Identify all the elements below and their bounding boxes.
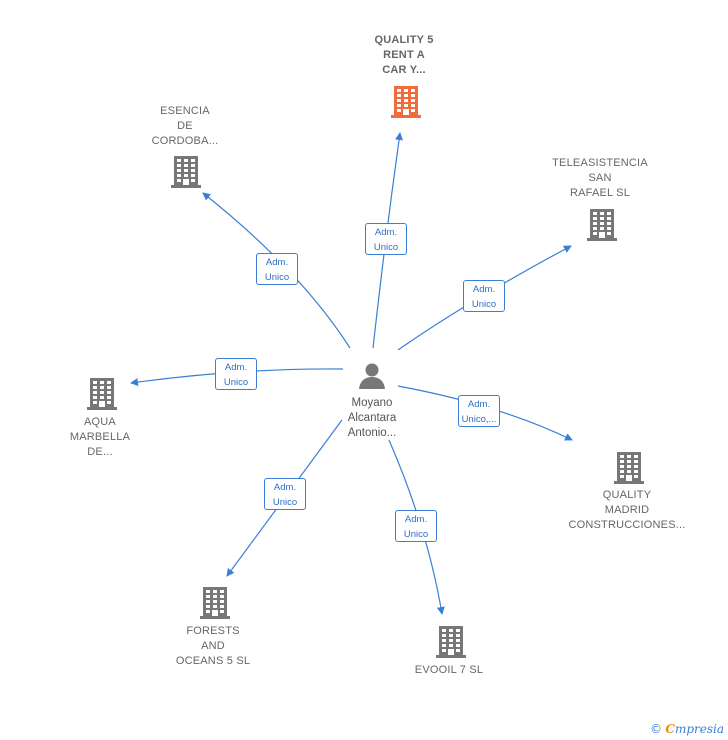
person-name[interactable]: Moyano Alcantara Antonio... bbox=[322, 396, 422, 441]
footer-brand: © Cmpresia bbox=[650, 722, 724, 736]
company-name-line: RENT A bbox=[383, 49, 425, 61]
company-name-quality-madrid[interactable]: QUALITY MADRID CONSTRUCCIONES... bbox=[562, 488, 692, 533]
person-icon[interactable] bbox=[357, 360, 387, 390]
brand-name: mpresia bbox=[674, 722, 724, 736]
edge-role-label-forests[interactable]: Adm. Unico bbox=[264, 478, 306, 510]
edge-role-text: Unico bbox=[373, 242, 399, 253]
company-name-line: AQUA bbox=[84, 416, 116, 428]
edge-role-text: Adm. bbox=[404, 514, 428, 525]
company-name-line: RAFAEL SL bbox=[569, 187, 631, 199]
copyright-symbol: © bbox=[650, 722, 663, 736]
edge-role-label-quality-madrid[interactable]: Adm. Unico,... bbox=[458, 395, 500, 427]
edge-role-text: Unico bbox=[272, 497, 298, 508]
person-name-line-2: Alcantara bbox=[347, 412, 397, 424]
company-building-icon-aqua[interactable] bbox=[87, 376, 117, 415]
edge-role-text: Unico bbox=[223, 377, 249, 388]
company-name-aqua[interactable]: AQUA MARBELLA DE... bbox=[50, 415, 150, 460]
company-name-quality5[interactable]: QUALITY 5 RENT A CAR Y... bbox=[354, 33, 454, 78]
company-name-line: CONSTRUCCIONES... bbox=[568, 519, 686, 531]
person-name-line-3: Antonio... bbox=[347, 427, 397, 439]
company-name-line: OCEANS 5 SL bbox=[175, 655, 251, 667]
company-name-line: MADRID bbox=[604, 504, 650, 516]
company-name-forests[interactable]: FORESTS AND OCEANS 5 SL bbox=[163, 624, 263, 669]
edge-role-label-aqua[interactable]: Adm. Unico bbox=[215, 358, 257, 390]
edge-role-label-quality5[interactable]: Adm. Unico bbox=[365, 223, 407, 255]
company-building-icon-evooil[interactable] bbox=[436, 624, 466, 663]
edge-role-text: Unico bbox=[264, 272, 290, 283]
company-name-line: DE bbox=[177, 120, 193, 132]
company-name-line: ESENCIA bbox=[160, 105, 210, 117]
company-building-icon-quality-madrid[interactable] bbox=[614, 450, 644, 489]
company-name-esencia[interactable]: ESENCIA DE CORDOBA... bbox=[135, 104, 235, 149]
company-name-line: QUALITY 5 bbox=[374, 34, 434, 46]
company-name-teleasistencia[interactable]: TELEASISTENCIA SAN RAFAEL SL bbox=[540, 156, 660, 201]
edge-role-text: Unico bbox=[471, 299, 497, 310]
edge-role-label-evooil[interactable]: Adm. Unico bbox=[395, 510, 437, 542]
company-building-icon-quality5[interactable] bbox=[391, 84, 421, 123]
edge-role-text: Adm. bbox=[224, 362, 248, 373]
company-name-line: EVOOIL 7 SL bbox=[414, 664, 484, 676]
edge-role-text: Adm. bbox=[265, 257, 289, 268]
company-name-line: CORDOBA... bbox=[151, 135, 219, 147]
company-name-line: AND bbox=[201, 640, 225, 652]
company-building-icon-forests[interactable] bbox=[200, 585, 230, 624]
edge-role-text: Adm. bbox=[374, 227, 398, 238]
brand-initial: C bbox=[665, 722, 675, 736]
edge-role-label-esencia[interactable]: Adm. Unico bbox=[256, 253, 298, 285]
edge-role-label-teleasistencia[interactable]: Adm. Unico bbox=[463, 280, 505, 312]
edge-role-text: Adm. bbox=[472, 284, 496, 295]
company-building-icon-teleasistencia[interactable] bbox=[587, 207, 617, 246]
edge-role-text: Unico,... bbox=[461, 414, 497, 425]
edge-role-text: Adm. bbox=[273, 482, 297, 493]
edge-role-text: Adm. bbox=[467, 399, 491, 410]
company-name-evooil[interactable]: EVOOIL 7 SL bbox=[399, 663, 499, 678]
company-building-icon-esencia[interactable] bbox=[171, 154, 201, 193]
person-name-line-1: Moyano bbox=[351, 397, 393, 409]
company-name-line: MARBELLA bbox=[69, 431, 131, 443]
company-name-line: FORESTS bbox=[186, 625, 240, 637]
company-name-line: TELEASISTENCIA bbox=[552, 157, 648, 169]
company-name-line: CAR Y... bbox=[382, 64, 426, 76]
edge-role-text: Unico bbox=[403, 529, 429, 540]
company-name-line: DE... bbox=[87, 446, 113, 458]
company-name-line: QUALITY bbox=[602, 489, 652, 501]
company-name-line: SAN bbox=[588, 172, 612, 184]
